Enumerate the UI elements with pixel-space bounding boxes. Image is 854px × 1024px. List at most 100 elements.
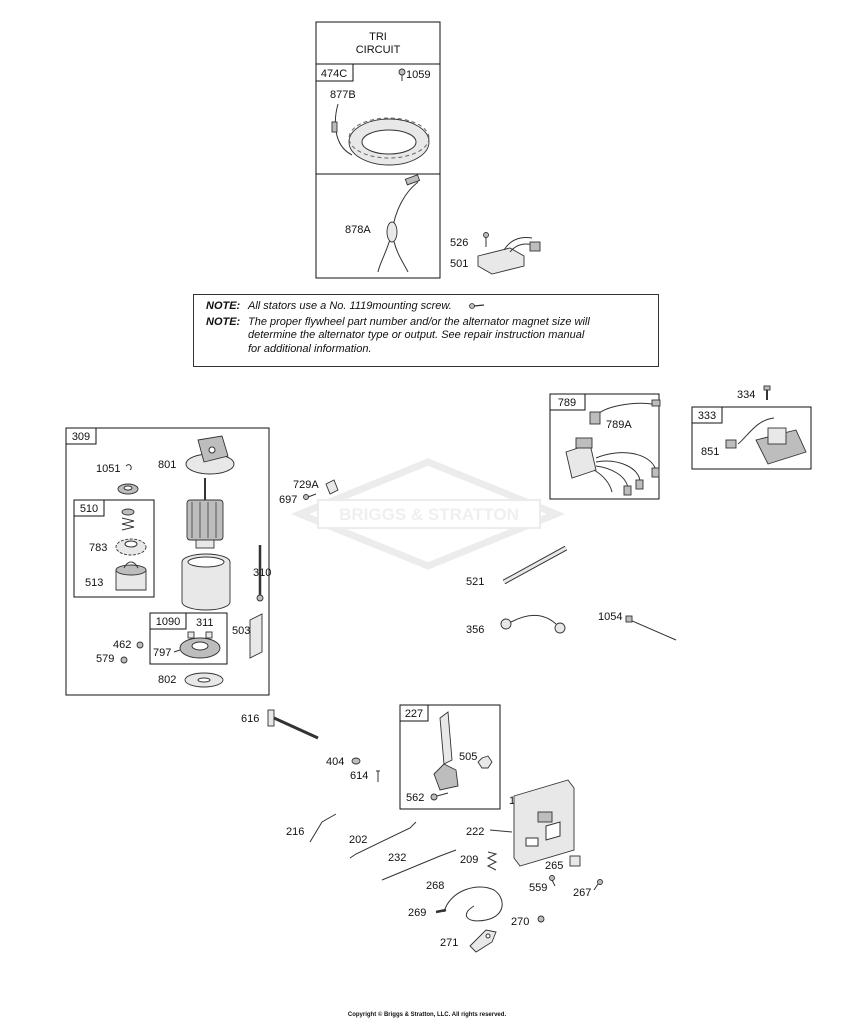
part-label-697: 697 <box>279 494 297 506</box>
spark-plug-cap-icon <box>725 439 737 449</box>
armature-group-333: 333 851 <box>691 406 812 470</box>
group-label-474c: 474C <box>321 68 347 80</box>
screw-697-icon <box>303 493 317 500</box>
part-label-265: 265 <box>545 860 563 872</box>
part-label-404: 404 <box>326 756 344 768</box>
part-label-562: 562 <box>406 792 424 804</box>
brush-holder-icon <box>173 631 221 659</box>
group-label-227: 227 <box>405 708 423 720</box>
part-label-579: 579 <box>96 653 114 665</box>
nut-462-icon <box>136 641 144 649</box>
link-202-icon <box>349 821 417 859</box>
washer-icon <box>117 483 139 495</box>
part-label-270: 270 <box>511 916 529 928</box>
link-216-icon <box>309 813 337 843</box>
washer-404-icon <box>351 757 361 765</box>
part-label-521: 521 <box>466 576 484 588</box>
part-label-269: 269 <box>408 907 426 919</box>
part-label-526: 526 <box>450 237 468 249</box>
rod-521-icon <box>502 545 568 585</box>
link-232-icon <box>381 849 457 881</box>
part-label-356: 356 <box>466 624 484 636</box>
gasket-802-icon <box>184 672 224 688</box>
part-label-513: 513 <box>85 577 103 589</box>
part-label-505: 505 <box>459 751 477 763</box>
control-bracket-icon <box>513 779 575 867</box>
shaft-616-icon <box>267 709 319 740</box>
screw-1059-icon <box>398 68 406 81</box>
end-cap-801-icon <box>185 435 235 475</box>
part-label-801: 801 <box>158 459 176 471</box>
lever-group-227: 227 505 562 <box>399 704 501 810</box>
part-label-1054: 1054 <box>598 611 622 623</box>
clamp-271-icon <box>469 929 497 953</box>
part-label-501: 501 <box>450 258 468 270</box>
nut-270-icon <box>537 915 545 923</box>
tri-circuit-title-line2: CIRCUIT <box>356 44 401 56</box>
harness-group-789: 789 789A <box>549 393 661 500</box>
mounting-screw-icon <box>468 303 484 309</box>
stator-877b-icon <box>331 103 430 166</box>
group-label-789: 789 <box>558 397 576 409</box>
screw-559-icon <box>549 875 556 887</box>
part-label-802: 802 <box>158 674 176 686</box>
screw-267-icon <box>593 879 603 891</box>
note-label: NOTE: <box>206 300 241 312</box>
note-label: NOTE: <box>206 315 241 328</box>
cable-269-icon <box>435 886 503 922</box>
note-text-line: for additional information. <box>248 342 372 355</box>
note-text-line: All stators use a No. 1119mounting screw… <box>248 300 452 312</box>
part-label-797: 797 <box>153 647 171 659</box>
drive-513-icon <box>115 561 147 591</box>
armature-icon <box>186 478 224 549</box>
ignition-armature-icon <box>737 417 807 465</box>
starter-group-309: 309 1051 801 310 <box>65 427 271 696</box>
part-label-267: 267 <box>573 887 591 899</box>
part-label-616: 616 <box>241 713 259 725</box>
pinion-gear-783-icon <box>115 538 147 556</box>
part-label-216: 216 <box>286 826 304 838</box>
note-row-2: NOTE: The proper flywheel part number an… <box>206 316 650 357</box>
housing-icon <box>181 553 231 611</box>
part-label-462: 462 <box>113 639 131 651</box>
part-label-232: 232 <box>388 852 406 864</box>
note-text: The proper flywheel part number and/or t… <box>248 316 590 357</box>
part-label-310: 310 <box>253 567 271 579</box>
part-label-503: 503 <box>232 625 250 637</box>
note-row-1: NOTE: All stators use a No. 1119mounting… <box>206 300 650 314</box>
part-label-202: 202 <box>349 834 367 846</box>
watermark-logo: BRIGGS & STRATTON <box>290 458 566 570</box>
watermark-text: BRIGGS & STRATTON <box>339 505 519 524</box>
spring-209-icon <box>486 851 498 871</box>
clip-729a-icon <box>325 479 339 495</box>
part-label-268: 268 <box>426 880 444 892</box>
part-label-851: 851 <box>701 446 719 458</box>
part-label-222: 222 <box>466 826 484 838</box>
group-label-333: 333 <box>698 410 716 422</box>
part-label-783: 783 <box>89 542 107 554</box>
wire-harness-789a-icon <box>565 399 661 496</box>
part-label-877b: 877B <box>330 89 356 101</box>
screw-334-icon <box>763 385 771 400</box>
copyright-text: Copyright © Briggs & Stratton, LLC. All … <box>347 1012 507 1018</box>
leader-222 <box>489 829 513 833</box>
part-label-789a: 789A <box>606 419 632 431</box>
control-lever-icon <box>433 711 459 791</box>
note-text: All stators use a No. 1119mounting screw… <box>248 300 485 314</box>
part-label-559: 559 <box>529 882 547 894</box>
group-label-1090: 1090 <box>156 616 180 628</box>
part-label-311: 311 <box>196 617 214 629</box>
part-label-271: 271 <box>440 937 458 949</box>
part-label-334: 334 <box>737 389 755 401</box>
pin-614-icon <box>376 770 380 782</box>
part-label-729a: 729A <box>293 479 319 491</box>
regulator-501-icon <box>477 232 541 275</box>
part-label-614: 614 <box>350 770 368 782</box>
part-label-209: 209 <box>460 854 478 866</box>
tri-circuit-group: TRI CIRCUIT 474C 1059 877B 878A <box>315 21 441 279</box>
clip-1051-icon <box>125 464 132 471</box>
part-label-1051: 1051 <box>96 463 120 475</box>
tri-circuit-title-line1: TRI <box>369 31 387 43</box>
screw-562-icon <box>430 792 449 801</box>
